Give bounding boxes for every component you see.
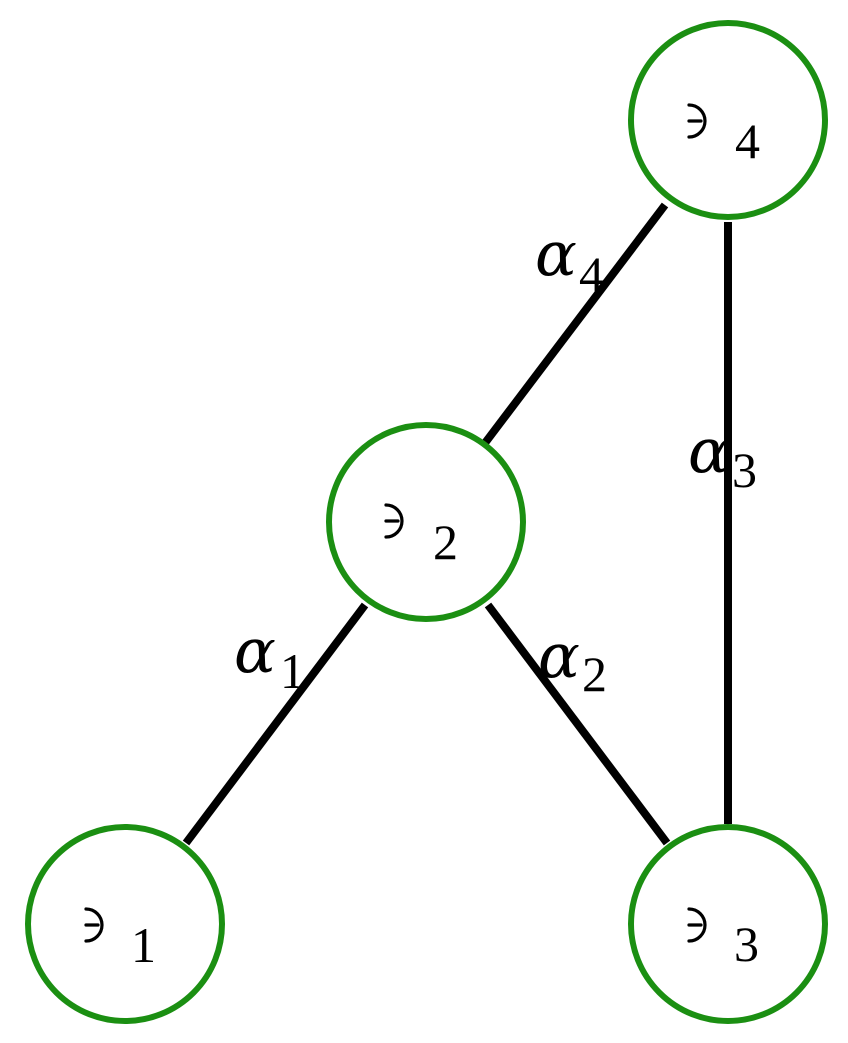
- node-1-symbol: ᘐ: [84, 907, 104, 943]
- edge-2-subscript: 2: [582, 646, 607, 702]
- node-2: ᘐ 2: [326, 422, 526, 622]
- edge-1-symbol: α: [234, 614, 276, 687]
- edge-3-label: α 3: [688, 414, 757, 498]
- edge-4-label: α 4: [535, 217, 604, 302]
- edge-3-subscript: 3: [732, 442, 757, 498]
- edge-1-label: α 1: [234, 614, 305, 699]
- node-1-circle: [25, 824, 225, 1024]
- node-3-subscript: 3: [734, 916, 759, 972]
- edge-1-subscript: 1: [280, 643, 305, 699]
- node-3-circle: [628, 824, 828, 1024]
- node-2-symbol: ᘐ: [384, 503, 404, 539]
- node-3-glyph: [687, 907, 707, 943]
- node-1-subscript: 1: [131, 917, 156, 973]
- edge-4-symbol: α: [535, 217, 577, 290]
- edge-3-symbol: α: [688, 414, 730, 487]
- node-1: ᘐ 1: [25, 824, 225, 1024]
- edge-4-subscript: 4: [579, 246, 604, 302]
- node-4-subscript: 4: [735, 113, 760, 169]
- edge-2-line: [484, 602, 671, 846]
- node-4-glyph: [687, 103, 707, 139]
- edge-2-symbol: α: [538, 619, 580, 692]
- node-3: ᘐ 3: [628, 824, 828, 1024]
- node-4-symbol: ᘐ: [687, 103, 707, 139]
- edge-2-label: α 2: [538, 619, 607, 702]
- node-1-glyph: [84, 907, 104, 943]
- node-4-circle: [628, 20, 828, 220]
- node-4: ᘐ 4: [628, 20, 828, 220]
- edge-1-line: [182, 602, 369, 846]
- node-2-circle: [326, 422, 526, 622]
- node-3-symbol: ᘐ: [687, 907, 707, 943]
- node-2-subscript: 2: [433, 514, 458, 570]
- edge-4-line: [481, 202, 669, 446]
- node-2-glyph: [384, 503, 404, 539]
